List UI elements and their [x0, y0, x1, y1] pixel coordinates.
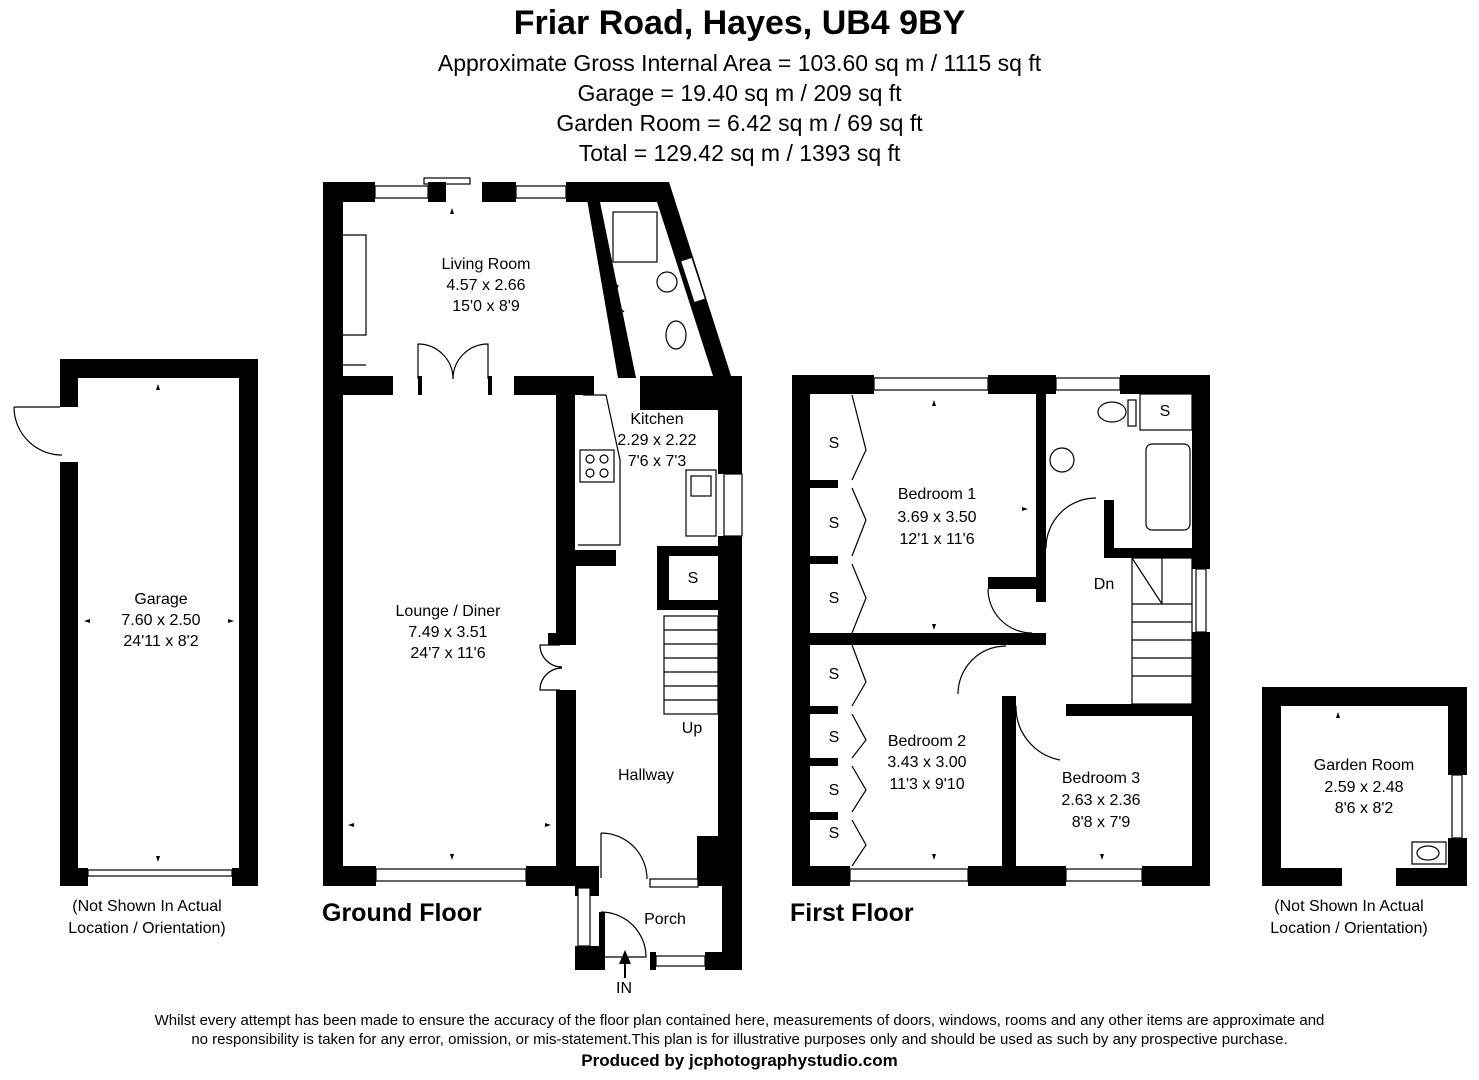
garage-metric: 7.60 x 2.50	[121, 612, 200, 629]
storage-label-b2-b: S	[829, 729, 840, 746]
ground-floor-heading: Ground Floor	[322, 899, 482, 927]
disclaimer-line2: no responsibility is taken for any error…	[191, 1031, 1288, 1048]
garden-room-walls	[1262, 687, 1467, 886]
kitchen-metric: 2.29 x 2.22	[617, 432, 696, 449]
bedroom3-metric: 2.63 x 2.36	[1061, 792, 1140, 809]
storage-label-b2-a: S	[829, 666, 840, 683]
garden-room-area-line: Garden Room = 6.42 sq m / 69 sq ft	[556, 110, 923, 136]
first-floor-openings	[849, 377, 1207, 882]
plan-title: Friar Road, Hayes, UB4 9BY	[513, 4, 966, 42]
bedroom2-imperial: 11'3 x 9'10	[889, 776, 964, 793]
kitchen-fixtures	[578, 394, 717, 546]
bedroom2-name: Bedroom 2	[888, 733, 966, 750]
producer-credit: Produced by jcphotographystudio.com	[581, 1051, 898, 1070]
bathroom-fixtures	[1049, 393, 1193, 531]
dimension-markers	[84, 208, 1340, 862]
lounge-diner-metric: 7.49 x 3.51	[408, 624, 487, 641]
garage-walls	[60, 359, 258, 886]
garden-room-fixtures	[1411, 774, 1463, 865]
first-floor-walls	[792, 375, 1210, 886]
living-room-fireplace	[343, 234, 367, 366]
shower-room-fixtures	[612, 211, 687, 350]
gross-area-line: Approximate Gross Internal Area = 103.60…	[437, 50, 1042, 76]
living-room-metric: 4.57 x 2.66	[446, 277, 525, 294]
bedroom2-metric: 3.43 x 3.00	[887, 754, 966, 771]
garden-room-imperial: 8'6 x 8'2	[1335, 800, 1394, 817]
hallway-name: Hallway	[618, 767, 674, 784]
staircase-first	[1131, 557, 1193, 705]
storage-label-b2-d: S	[829, 825, 840, 842]
bedroom1-metric: 3.69 x 3.50	[897, 509, 976, 526]
garden-note-line1: (Not Shown In Actual	[1274, 898, 1423, 915]
bedroom1-name: Bedroom 1	[898, 486, 976, 503]
garden-note-line2: Location / Orientation)	[1270, 920, 1427, 937]
ground-floor-walls	[323, 182, 742, 970]
porch-name: Porch	[644, 911, 686, 928]
living-room-name: Living Room	[442, 256, 531, 273]
bedroom1-imperial: 12'1 x 11'6	[899, 531, 974, 548]
stairs-down-label: Dn	[1094, 576, 1114, 593]
garage-door-and-window	[13, 406, 233, 877]
kitchen-name: Kitchen	[630, 411, 683, 428]
living-room-imperial: 15'0 x 8'9	[452, 298, 520, 315]
ground-floor-openings	[374, 177, 743, 967]
kitchen-imperial: 7'6 x 7'3	[628, 453, 687, 470]
garden-room-name: Garden Room	[1314, 757, 1415, 774]
storage-label-b1-c: S	[829, 590, 840, 607]
bedroom3-name: Bedroom 3	[1062, 770, 1140, 787]
entrance-label: IN	[616, 980, 632, 997]
garage-note-line2: Location / Orientation)	[68, 920, 225, 937]
garage-imperial: 24'11 x 8'2	[123, 633, 198, 650]
storage-label-b1-a: S	[829, 435, 840, 452]
first-floor-heading: First Floor	[790, 899, 914, 927]
storage-label-hall: S	[688, 570, 699, 587]
garage-note-line1: (Not Shown In Actual	[72, 898, 221, 915]
garden-room-metric: 2.59 x 2.48	[1324, 779, 1403, 796]
garage-name: Garage	[134, 591, 187, 608]
storage-label-bathroom: S	[1160, 403, 1171, 420]
disclaimer-line1: Whilst every attempt has been made to en…	[154, 1012, 1325, 1029]
lounge-diner-imperial: 24'7 x 11'6	[410, 645, 485, 662]
entrance-arrow-icon	[619, 950, 631, 978]
storage-label-b2-c: S	[829, 782, 840, 799]
stairs-up-label: Up	[682, 720, 703, 737]
total-area-line: Total = 129.42 sq m / 1393 sq ft	[578, 140, 901, 166]
lounge-diner-name: Lounge / Diner	[396, 603, 502, 620]
garage-area-line: Garage = 19.40 sq m / 209 sq ft	[577, 80, 902, 106]
bedroom3-imperial: 8'8 x 7'9	[1072, 814, 1131, 831]
storage-label-b1-b: S	[829, 515, 840, 532]
staircase-ground	[663, 615, 719, 715]
